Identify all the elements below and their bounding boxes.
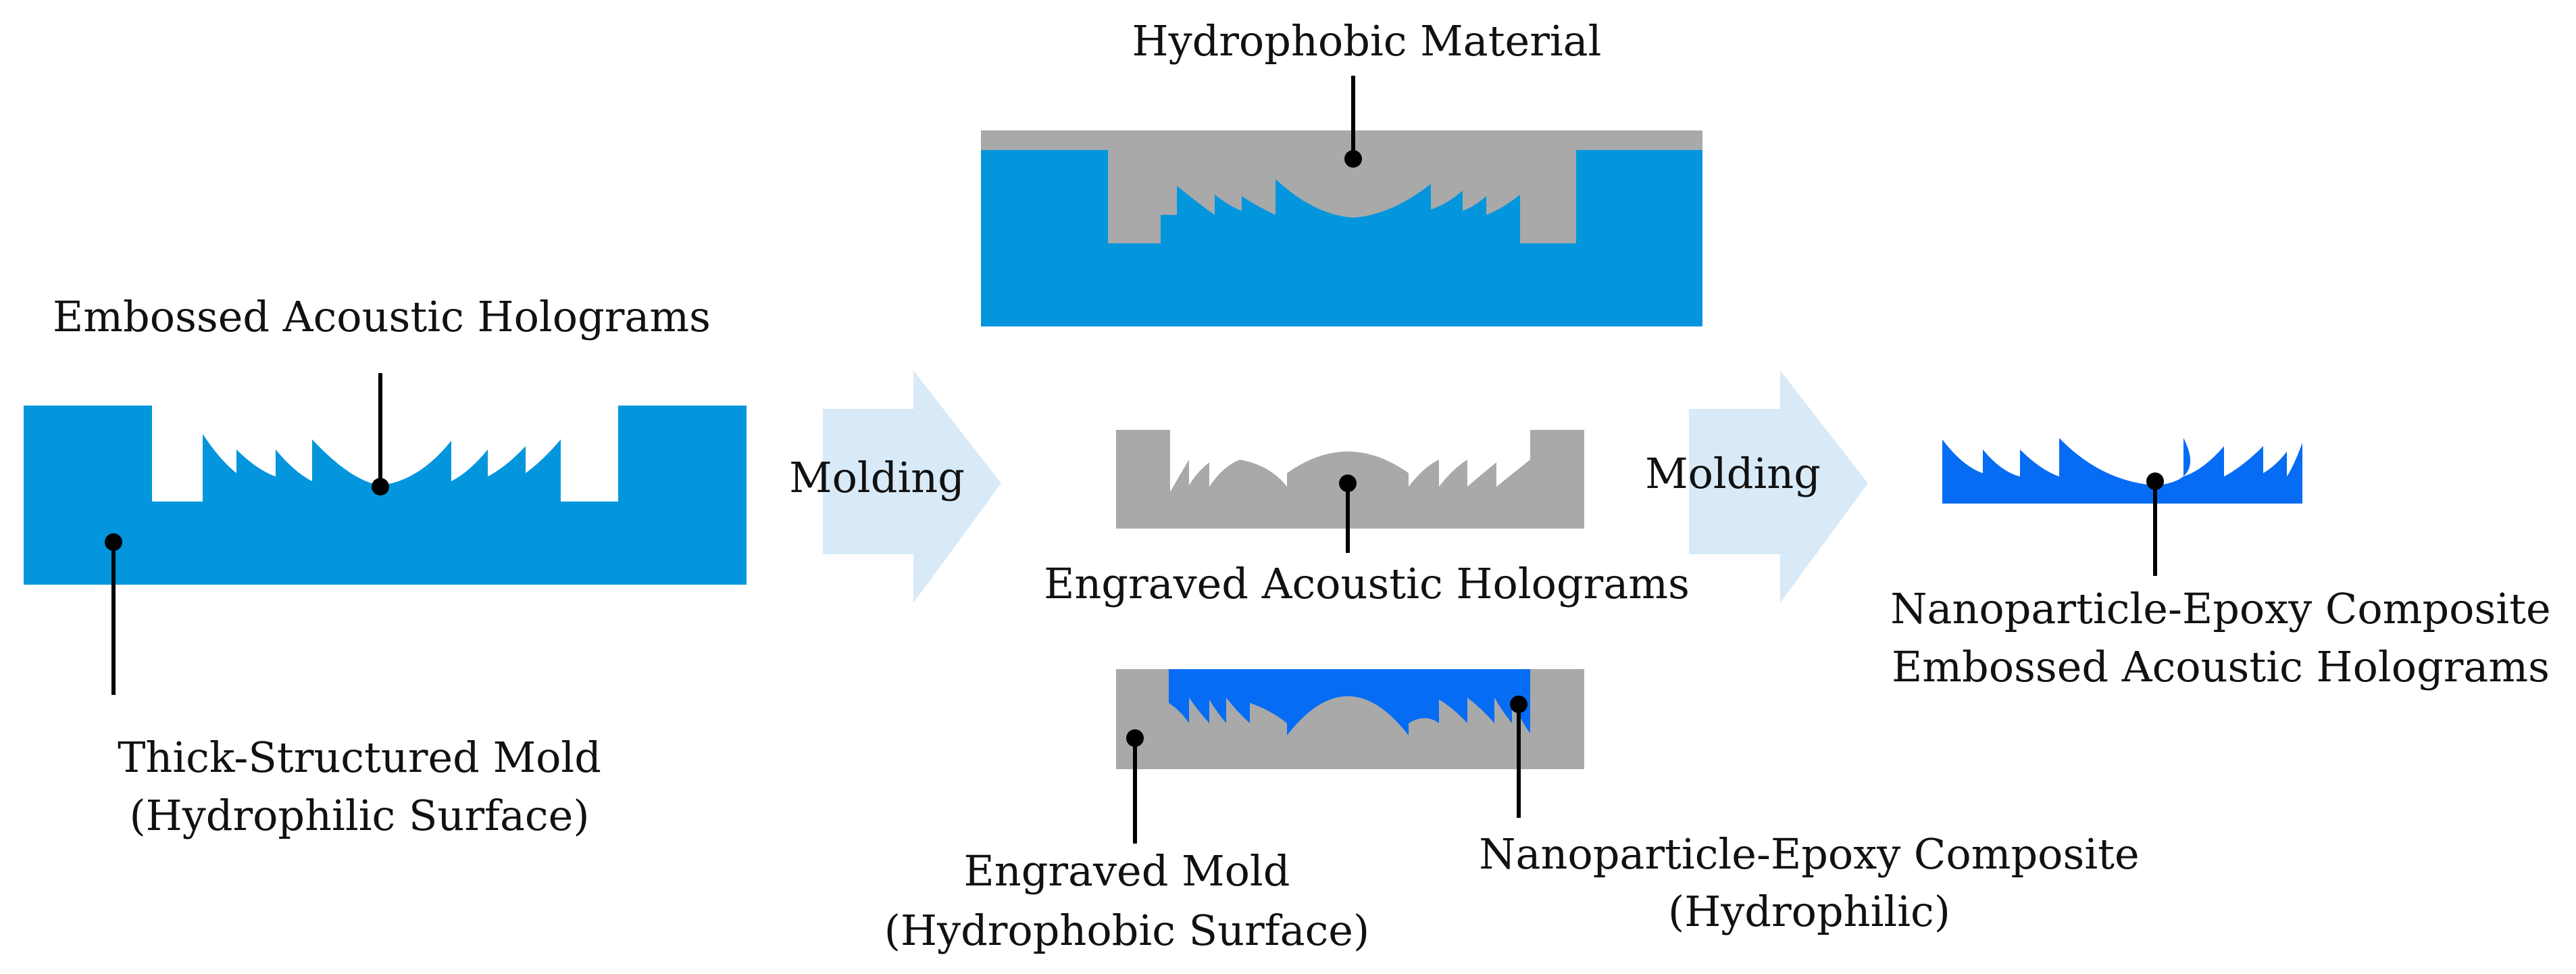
hydrophobic-material-dot — [1344, 150, 1362, 168]
hydrophobic-material — [981, 130, 1702, 243]
composite-embossed-label-line1: Nanoparticle-Epoxy Composite — [1890, 584, 2551, 633]
thick-mold-dot — [105, 533, 122, 551]
molding-left-label: Molding — [789, 453, 965, 502]
embossed-holograms-label: Embossed Acoustic Holograms — [53, 292, 711, 341]
composite-in-engraved-mold — [1169, 669, 1530, 735]
engraved-holograms-dot — [1339, 474, 1357, 492]
hydrophobic-material-stage — [981, 76, 1702, 326]
molding-right-label: Molding — [1645, 449, 1821, 498]
hydrophobic-material-label: Hydrophobic Material — [1132, 16, 1602, 66]
composite-hydrophilic-label-line1: Nanoparticle-Epoxy Composite — [1479, 829, 2140, 879]
composite-embossed-body — [1942, 438, 2302, 504]
molding-arrow-right — [1689, 370, 1868, 603]
engraved-mold-label-line1: Engraved Mold — [964, 846, 1290, 896]
composite-embossed-label-line2: Embossed Acoustic Holograms — [1892, 642, 2550, 691]
thick-mold-label-line1: Thick-Structured Mold — [118, 733, 601, 782]
thick-mold-body — [24, 406, 747, 585]
engraved-holograms-part — [1116, 430, 1584, 553]
engraved-mold-label-line2: (Hydrophobic Surface) — [884, 906, 1369, 955]
thick-mold-label-line2: (Hydrophilic Surface) — [129, 791, 589, 840]
composite-hydrophilic-label-line2: (Hydrophilic) — [1668, 887, 1950, 936]
embossed-holograms-dot — [372, 478, 389, 495]
engraved-mold-dot — [1126, 729, 1144, 747]
composite-embossed-holograms-part — [1942, 438, 2302, 576]
composite-hydrophilic-dot — [1510, 696, 1527, 713]
engraved-holograms-label: Engraved Acoustic Holograms — [1044, 559, 1690, 608]
engraved-mold-stage — [1116, 669, 1584, 844]
composite-embossed-dot — [2146, 472, 2164, 490]
thick-structured-mold — [24, 373, 747, 695]
molding-arrow-left — [823, 370, 1001, 603]
